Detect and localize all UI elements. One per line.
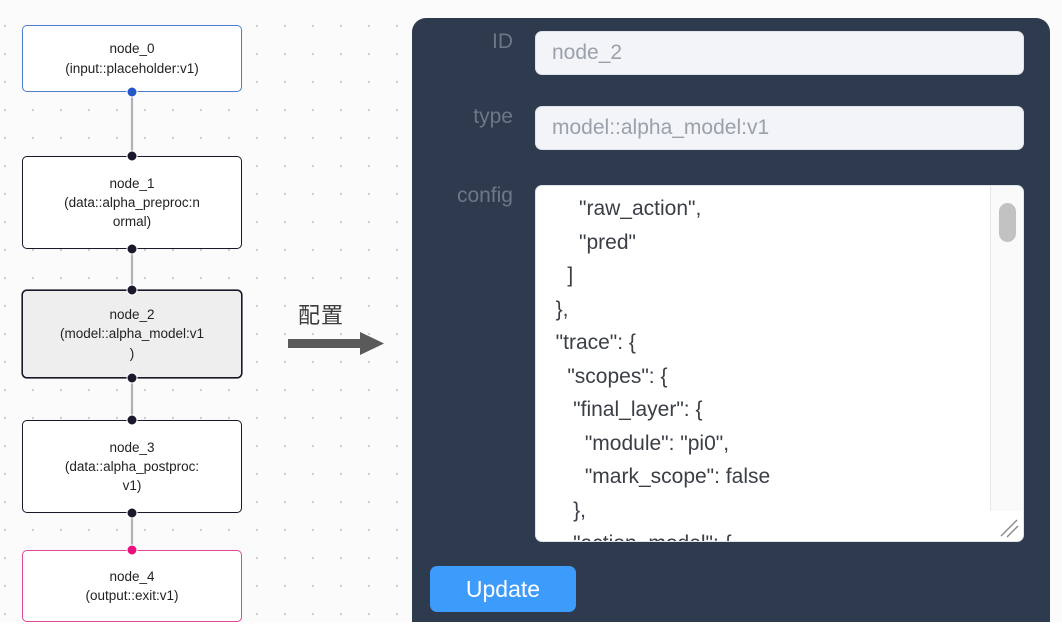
node_3-source-handle[interactable] [126,507,138,519]
config-scrollbar-thumb[interactable] [999,203,1016,242]
node_2-source-handle[interactable] [126,372,138,384]
config-scrollbar-track[interactable] [990,186,1023,511]
node-config-panel: ID node_2 type model::alpha_model:v1 con… [412,18,1050,622]
graph-node-label: node_0(input::placeholder:v1) [65,41,199,76]
node_4-target-handle[interactable] [126,544,138,556]
graph-node-label: node_2(model::alpha_model:v1) [59,307,205,361]
graph-node-node_0[interactable]: node_0(input::placeholder:v1) [22,25,242,92]
field-row-config: config "raw_action", "pred" ] }, "trace"… [430,185,1024,542]
type-field-label: type [473,105,513,128]
config-textarea[interactable]: "raw_action", "pred" ] }, "trace": { "sc… [555,197,771,541]
field-row-type: type model::alpha_model:v1 [430,106,1024,150]
graph-node-label: node_3(data::alpha_postproc:v1) [64,439,200,494]
arrow-right-icon [288,332,384,355]
graph-node-node_3[interactable]: node_3(data::alpha_postproc:v1) [22,420,242,513]
annotation-arrow-group: 配置 [288,298,398,360]
graph-node-node_4[interactable]: node_4(output::exit:v1) [22,550,242,622]
type-input[interactable]: model::alpha_model:v1 [535,106,1024,150]
update-button[interactable]: Update [430,566,576,612]
node_3-target-handle[interactable] [126,414,138,426]
resize-handle-icon[interactable] [995,514,1021,540]
field-row-id: ID node_2 [430,31,1024,75]
id-input[interactable]: node_2 [535,31,1024,75]
node_0-source-handle[interactable] [126,86,138,98]
node_1-source-handle[interactable] [126,243,138,255]
config-field-label: config [456,184,513,207]
bottom-strip [0,622,1062,643]
id-field-label: ID [492,30,513,53]
graph-node-label: node_4(output::exit:v1) [85,568,179,603]
annotation-label: 配置 [298,304,345,329]
config-textarea-wrapper[interactable]: "raw_action", "pred" ] }, "trace": { "sc… [535,185,1024,542]
graph-node-node_2[interactable]: node_2(model::alpha_model:v1) [22,290,242,378]
node_2-target-handle[interactable] [126,284,138,296]
node_1-target-handle[interactable] [126,150,138,162]
